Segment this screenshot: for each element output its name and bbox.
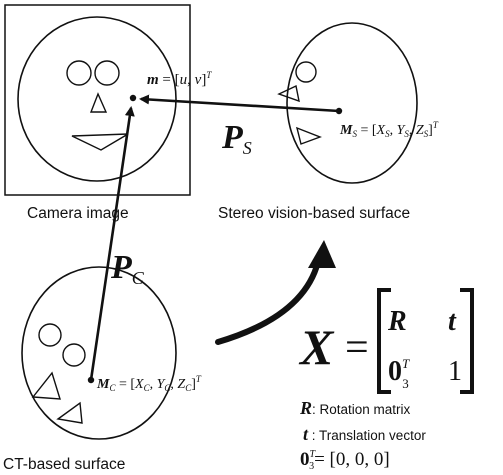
projection-pc-label: PC <box>110 249 145 288</box>
pc-arrow <box>89 106 135 381</box>
matrix-t: t <box>448 306 457 337</box>
point-mc-label: MC = [XC, YC, ZC]T <box>96 374 202 393</box>
transform-x: X <box>298 319 335 375</box>
ct-face <box>21 266 177 440</box>
matrix-r: R <box>387 306 407 337</box>
matrix-right-bracket <box>460 288 474 394</box>
camera-image-label: Camera image <box>27 205 129 222</box>
projection-ps-label: PS <box>221 119 252 158</box>
transform-equals: = <box>345 325 369 371</box>
stereo-surface-label: Stereo vision-based surface <box>218 205 410 222</box>
point-m-label: m = [u, v]T <box>147 70 212 88</box>
legend-translation: t : Translation vector <box>303 424 426 444</box>
camera-image-frame <box>4 4 191 196</box>
point-m-dot <box>129 94 137 102</box>
legend-rotation: R: Rotation matrix <box>299 398 411 418</box>
matrix-left-bracket <box>377 288 391 394</box>
transform-curved-arrow <box>215 259 321 345</box>
camera-face <box>17 16 177 182</box>
ps-arrow <box>139 94 340 113</box>
matrix-one: 1 <box>448 356 462 387</box>
stereo-face <box>277 22 418 184</box>
transform-arrowhead <box>308 240 336 268</box>
ct-surface-label: CT-based surface <box>3 456 125 473</box>
point-ms-label: MS = [XS, YS, ZS]T <box>339 120 439 139</box>
